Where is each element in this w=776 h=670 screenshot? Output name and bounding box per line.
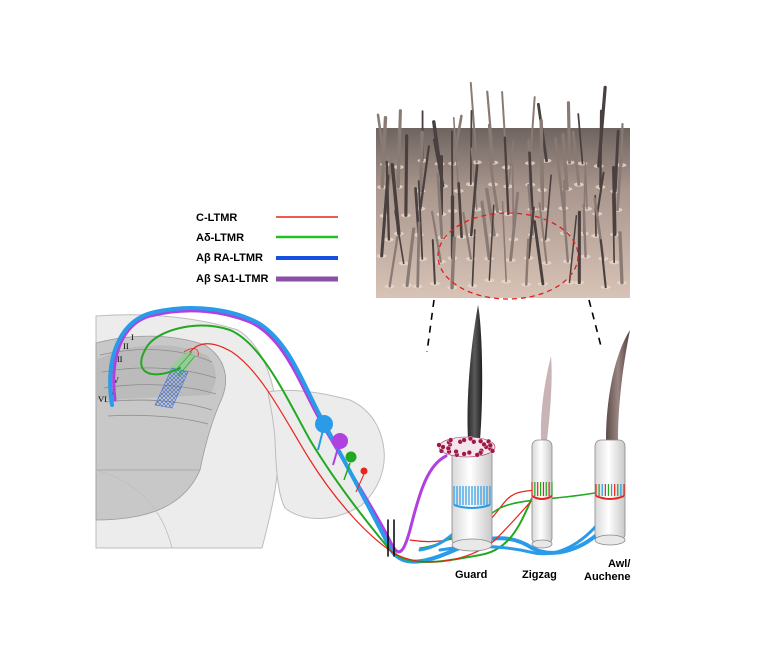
hair-type-labels: Guard Zigzag Awl/ Auchene — [455, 558, 630, 583]
a-beta-sa1-soma — [332, 433, 348, 449]
awl-lanceolate-endings — [595, 484, 625, 500]
drg-cell-bodies — [315, 415, 368, 493]
legend-item-c-ltmr: C-LTMR — [196, 212, 338, 224]
hair-label-awl: Awl/ — [608, 558, 630, 570]
lamina-label-ii: II — [123, 341, 129, 351]
lamina-label-vi: VI — [98, 394, 107, 404]
legend-item-a-beta-sa1-ltmr: Aβ SA1-LTMR — [196, 273, 338, 285]
zigzag-hair-follicle — [531, 356, 553, 549]
zigzag-lanceolate-endings — [531, 482, 553, 500]
legend-label-a-delta-ltmr: Aδ-LTMR — [196, 232, 244, 244]
legend: C-LTMR Aδ-LTMR Aβ RA-LTMR Aβ SA1-LTMR — [196, 212, 338, 285]
hairy-skin-image — [376, 81, 630, 300]
awl-auchene-hair-follicle — [594, 330, 630, 546]
zoom-line-right — [588, 299, 603, 351]
lamina-label-iii: III — [114, 354, 123, 364]
zoom-line-left — [426, 299, 435, 353]
legend-item-a-beta-ra-ltmr: Aβ RA-LTMR — [196, 252, 338, 264]
a-beta-ra-soma — [315, 415, 333, 433]
legend-label-a-beta-sa1-ltmr: Aβ SA1-LTMR — [196, 273, 269, 285]
c-ltmr-soma — [360, 467, 368, 475]
hair-label-zigzag: Zigzag — [522, 569, 557, 581]
hair-label-auchene: Auchene — [584, 571, 630, 583]
central-terminals — [154, 348, 199, 409]
afferent-fibers — [108, 306, 622, 564]
guard-lanceolate-endings — [453, 486, 491, 509]
spinal-cord — [95, 314, 280, 549]
a-delta-soma — [345, 451, 357, 463]
hair-label-guard: Guard — [455, 569, 487, 581]
dorsal-root-ganglion — [267, 389, 385, 519]
legend-label-a-beta-ra-ltmr: Aβ RA-LTMR — [196, 252, 263, 264]
guard-hair-follicle — [436, 305, 496, 552]
zoom-circle — [437, 212, 579, 300]
merkel-cells — [436, 436, 496, 458]
legend-label-c-ltmr: C-LTMR — [196, 212, 237, 224]
lamina-label-i: I — [131, 332, 134, 342]
legend-item-a-delta-ltmr: Aδ-LTMR — [196, 232, 338, 244]
